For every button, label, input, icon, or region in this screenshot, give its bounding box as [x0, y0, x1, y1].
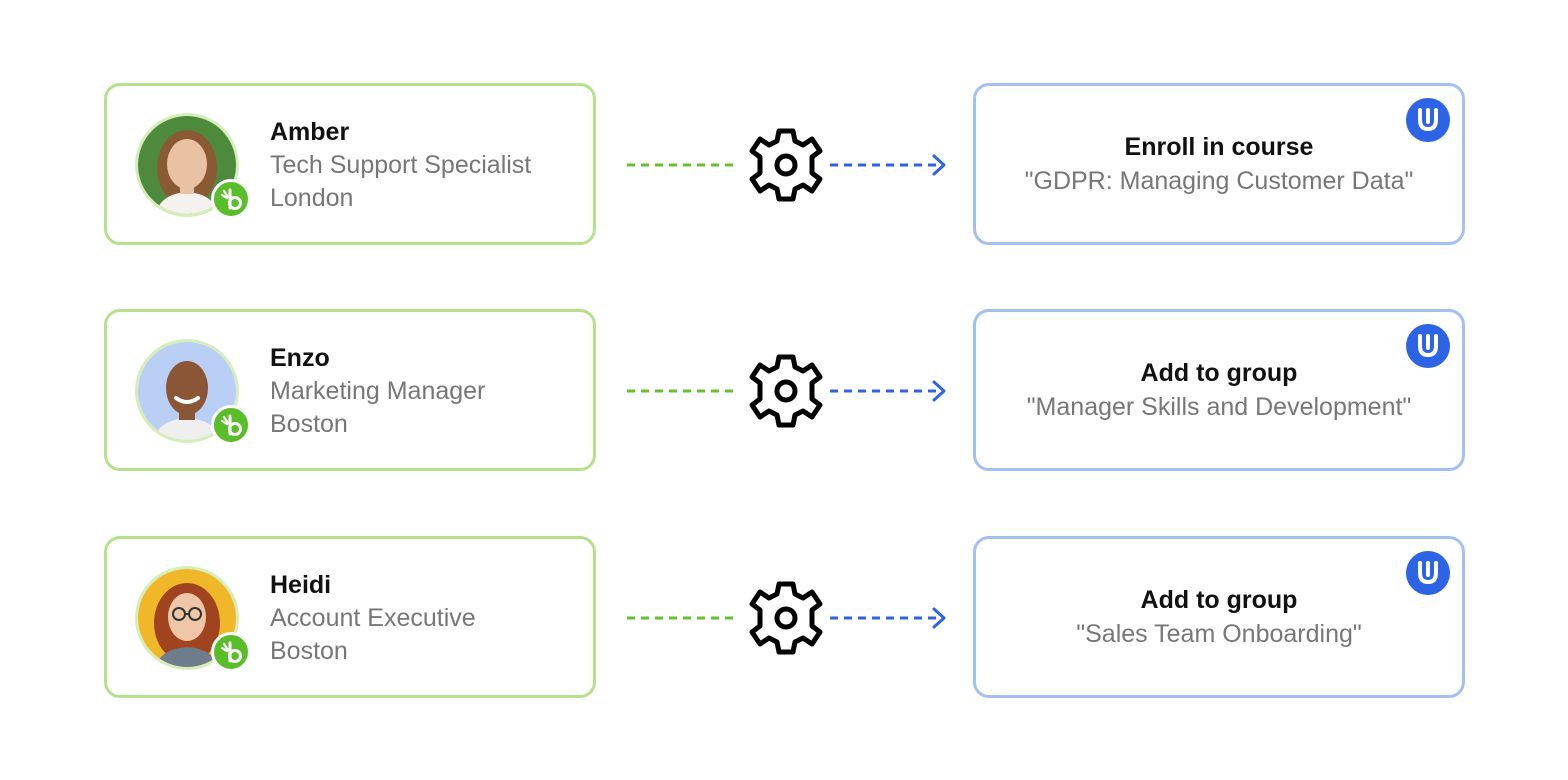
action-info: Add to group "Sales Team Onboarding"	[976, 583, 1462, 651]
mapping-row: Amber Tech Support Specialist London Enr…	[0, 83, 1568, 245]
action-info: Enroll in course "GDPR: Managing Custome…	[976, 130, 1462, 198]
mapping-row: Enzo Marketing Manager Boston Add to gro…	[0, 309, 1568, 471]
gear-icon	[749, 128, 823, 202]
action-target: "Sales Team Onboarding"	[1076, 620, 1362, 648]
person-location: London	[270, 184, 354, 212]
action-card: Add to group "Manager Skills and Develop…	[973, 309, 1465, 471]
person-location: Boston	[270, 410, 348, 438]
arrow-right-icon	[932, 154, 946, 176]
app-logo-icon	[1406, 98, 1450, 142]
bamboohr-badge-icon	[211, 179, 251, 219]
gear-icon	[749, 581, 823, 655]
action-info: Add to group "Manager Skills and Develop…	[976, 356, 1462, 424]
person-info: Amber Tech Support Specialist London	[270, 116, 531, 215]
connector	[627, 354, 946, 428]
avatar	[135, 339, 239, 443]
person-info: Heidi Account Executive Boston	[270, 569, 476, 668]
action-card: Add to group "Sales Team Onboarding"	[973, 536, 1465, 698]
action-card: Enroll in course "GDPR: Managing Custome…	[973, 83, 1465, 245]
action-target: "Manager Skills and Development"	[1026, 393, 1412, 421]
action-title: Add to group	[1140, 586, 1298, 614]
person-name: Amber	[270, 118, 350, 146]
person-card: Enzo Marketing Manager Boston	[104, 309, 596, 471]
avatar-container	[135, 339, 251, 445]
person-location: Boston	[270, 637, 348, 665]
person-role: Account Executive	[270, 604, 476, 632]
person-name: Heidi	[270, 571, 332, 599]
action-target: "GDPR: Managing Customer Data"	[1024, 167, 1414, 195]
person-role: Tech Support Specialist	[270, 151, 532, 179]
avatar-container	[135, 113, 251, 219]
app-logo-icon	[1406, 551, 1450, 595]
person-info: Enzo Marketing Manager Boston	[270, 342, 485, 441]
action-title: Add to group	[1140, 359, 1298, 387]
person-card: Heidi Account Executive Boston	[104, 536, 596, 698]
person-role: Marketing Manager	[270, 377, 486, 405]
arrow-right-icon	[932, 380, 946, 402]
person-card: Amber Tech Support Specialist London	[104, 83, 596, 245]
app-logo-icon	[1406, 324, 1450, 368]
bamboohr-badge-icon	[211, 632, 251, 672]
connector	[627, 128, 946, 202]
bamboohr-badge-icon	[211, 405, 251, 445]
arrow-right-icon	[932, 607, 946, 629]
gear-icon	[749, 354, 823, 428]
action-title: Enroll in course	[1124, 133, 1314, 161]
mapping-row: Heidi Account Executive Boston Add to gr…	[0, 536, 1568, 698]
person-name: Enzo	[270, 344, 330, 372]
avatar-container	[135, 566, 251, 672]
connector	[627, 581, 946, 655]
